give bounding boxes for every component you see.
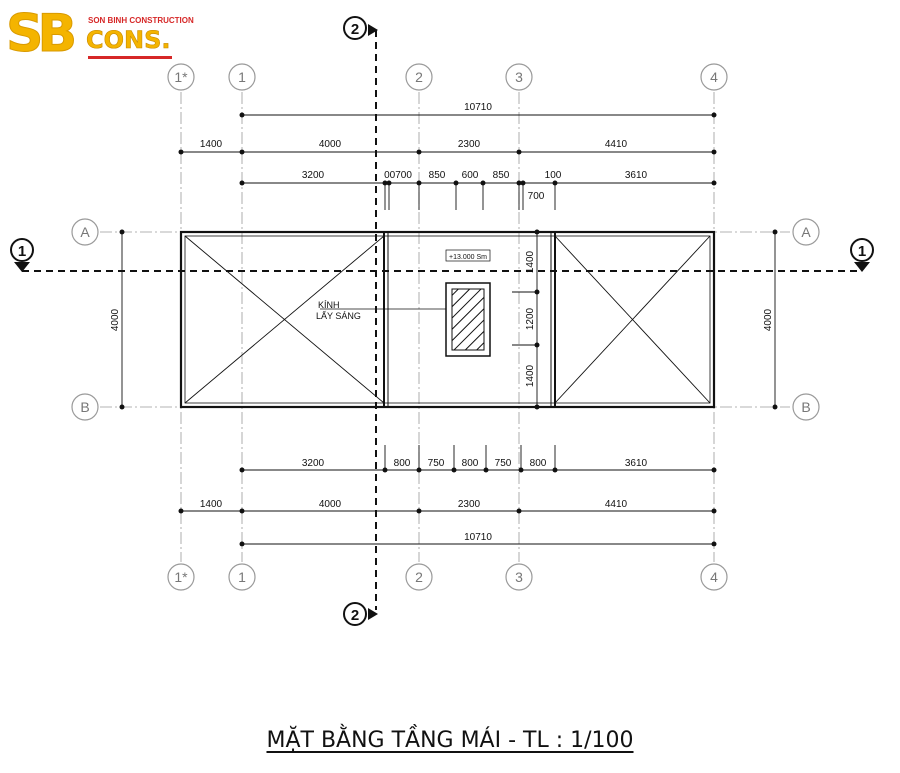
axis-bubbles-side: A B A B [71,218,820,421]
dim-left-4000: 4000 [110,308,121,331]
dim-top-3610: 3610 [625,170,648,181]
dim-bottom-total: 10710 [464,532,492,543]
dim-bottom-4410: 4410 [605,499,628,510]
axis-label: A [801,224,811,240]
dim-mid-1400a: 1400 [525,250,536,273]
skylight-label-line2: LẤY SÁNG [316,311,361,321]
dim-top-4410: 4410 [605,139,628,150]
axis-label: 2 [415,569,423,585]
axis-label: 3 [515,69,523,85]
logo-brand: CONS. [86,26,171,55]
axis-bubble-1star-top: 1* [167,63,195,91]
axis-label: 4 [710,569,718,585]
axis-bubble-a-right: A [792,218,820,246]
dimension-ticks [119,112,778,547]
section-mark-2-bottom: 2 [343,602,378,626]
axis-bubbles-bottom: 1* 1 2 3 4 [167,563,728,591]
section-mark-1-left: 1 [10,238,34,272]
skylight-label-line1: KÍNH [318,300,340,310]
axis-lines [100,92,790,562]
dim-bottom-800a: 800 [394,458,411,469]
dim-right-4000: 4000 [763,308,774,331]
section-mark-2-top: 2 [343,16,378,40]
axis-label: 2 [415,69,423,85]
dim-top-3200: 3200 [302,170,325,181]
dim-top-850b: 850 [493,170,510,181]
drawing-title-text: MẶT BẰNG TẦNG MÁI - TL : 1/100 [266,728,634,753]
dim-top-total: 10710 [464,102,492,113]
dim-top-600: 600 [462,170,479,181]
axis-label: 1 [238,569,246,585]
axis-label: 1* [174,569,188,585]
dim-bottom-750a: 750 [428,458,445,469]
axis-label: 4 [710,69,718,85]
dim-mid-1200: 1200 [525,307,536,330]
logo-mark: SB [5,4,77,65]
axis-bubble-1-bottom: 1 [228,563,256,591]
axis-label: 1* [174,69,188,85]
dim-bottom-4000: 4000 [319,499,342,510]
dim-bottom-3200: 3200 [302,458,325,469]
axis-bubble-1star-bottom: 1* [167,563,195,591]
level-tag: +13.000 Sm [445,249,491,262]
skylight: KÍNH LẤY SÁNG [316,282,491,357]
dim-top-100: 100 [545,170,562,181]
axis-label: A [80,224,90,240]
axis-bubble-2-bottom: 2 [405,563,433,591]
svg-text:+13.000 Sm: +13.000 Sm [449,254,487,261]
axis-label: 3 [515,569,523,585]
section-label: 1 [18,243,26,260]
logo-underline [88,56,172,59]
axis-bubble-a-left: A [71,218,99,246]
dimension-lines [121,114,776,545]
dim-bottom-750b: 750 [495,458,512,469]
dim-mid-1400b: 1400 [525,364,536,387]
dim-bottom-3610: 3610 [625,458,648,469]
dim-bottom-800c: 800 [530,458,547,469]
axis-bubble-1-top: 1 [228,63,256,91]
axis-bubbles-top: 1* 1 2 3 4 [167,63,728,91]
dim-top-850a: 850 [429,170,446,181]
dimension-texts: 10710 1400 4000 2300 4410 3200 00700 850… [110,102,774,543]
axis-bubble-3-top: 3 [505,63,533,91]
dim-top-2300: 2300 [458,139,481,150]
section-label: 2 [351,607,359,624]
roof-outline [179,230,716,409]
axis-bubble-4-bottom: 4 [700,563,728,591]
dim-bottom-800b: 800 [462,458,479,469]
axis-bubble-3-bottom: 3 [505,563,533,591]
dim-bottom-2300: 2300 [458,499,481,510]
dim-bottom-1400: 1400 [200,499,223,510]
axis-bubble-4-top: 4 [700,63,728,91]
dim-top-4000: 4000 [319,139,342,150]
section-mark-1-right: 1 [850,238,874,272]
drawing-title: MẶT BẰNG TẦNG MÁI - TL : 1/100 [0,728,900,753]
axis-label: 1 [238,69,246,85]
section-label: 2 [351,21,359,38]
dim-top-700: 700 [528,191,545,202]
company-logo: SB SON BINH CONSTRUCTION CONS. [5,4,193,65]
section-cut-lines [22,30,862,610]
axis-bubble-b-right: B [792,393,820,421]
logo-company-name: SON BINH CONSTRUCTION [88,16,194,25]
axis-label: B [80,399,89,415]
axis-label: B [801,399,810,415]
axis-bubble-2-top: 2 [405,63,433,91]
section-label: 1 [858,243,866,260]
dim-top-00700: 00700 [384,170,412,181]
dim-top-1400: 1400 [200,139,223,150]
axis-bubble-b-left: B [71,393,99,421]
